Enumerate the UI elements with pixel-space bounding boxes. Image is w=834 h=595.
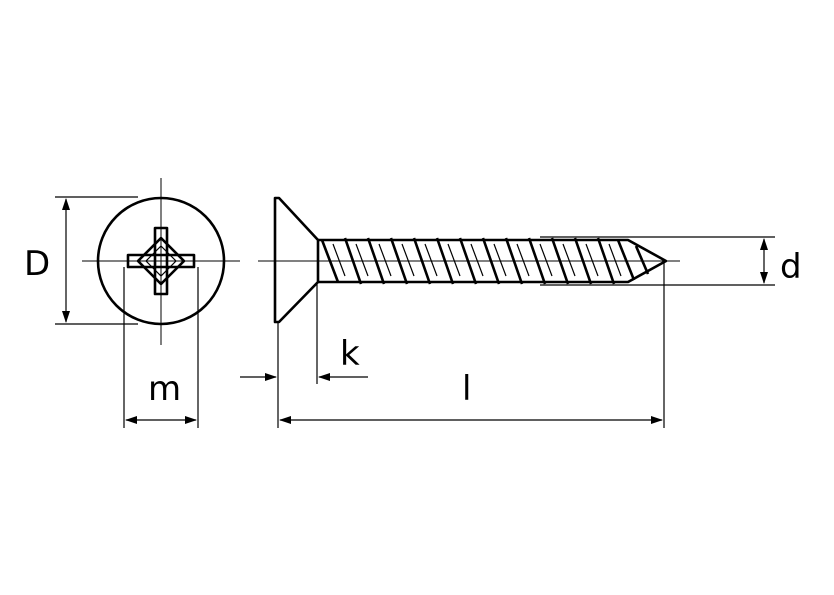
threaded-shank	[318, 237, 668, 285]
label-D: D	[24, 244, 50, 284]
head-height-dimension: k	[240, 282, 368, 428]
head-diameter-dimension: D	[24, 196, 138, 325]
head-top-view	[82, 178, 240, 345]
label-l: l	[462, 369, 471, 409]
thread-diameter-dimension: d	[540, 236, 802, 287]
label-m: m	[148, 369, 181, 409]
cross-recess-icon	[126, 226, 196, 296]
label-d: d	[780, 247, 802, 287]
drive-size-dimension: m	[123, 267, 199, 428]
screw-side-view	[258, 196, 680, 324]
label-k: k	[340, 334, 360, 374]
length-dimension: l	[279, 263, 665, 428]
countersunk-head	[273, 196, 320, 324]
